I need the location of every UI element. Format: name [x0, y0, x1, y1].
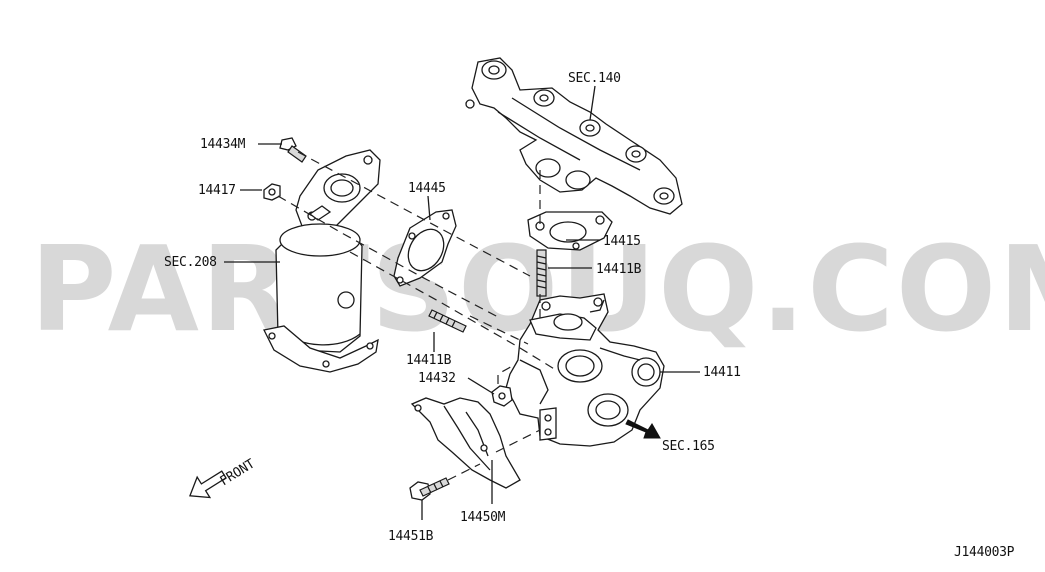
nut-14432-drawing [491, 385, 513, 407]
exhaust-manifold-drawing [465, 57, 683, 215]
label-14411[interactable]: 14411 [703, 365, 741, 380]
catalytic-converter-drawing [263, 149, 381, 373]
label-front: FRONT [218, 456, 258, 489]
leader-lines [224, 85, 700, 520]
stud-14411b-left-drawing [428, 309, 467, 333]
label-14434m[interactable]: 14434M [200, 137, 246, 152]
label-14451b[interactable]: 14451B [388, 529, 434, 544]
front-direction-arrow [189, 470, 227, 499]
bolt-14434m-drawing [279, 137, 307, 163]
heat-insulator-14450m-drawing [410, 397, 521, 489]
stud-14411b-right-drawing [536, 249, 547, 297]
label-sec-140[interactable]: SEC.140 [568, 71, 621, 86]
bolt-14451b-drawing [409, 477, 450, 501]
diagram-code: J144003P [954, 545, 1015, 560]
label-sec-208[interactable]: SEC.208 [164, 255, 217, 270]
label-14417[interactable]: 14417 [198, 183, 236, 198]
nut-14417-drawing [263, 183, 281, 201]
label-sec-165[interactable]: SEC.165 [662, 439, 715, 454]
label-14415[interactable]: 14415 [603, 234, 641, 249]
exhaust-outlet-arrow [625, 419, 661, 439]
label-14432[interactable]: 14432 [418, 371, 456, 386]
label-14411b-lower[interactable]: 14411B [406, 353, 452, 368]
assembly-guide-lines [277, 151, 557, 481]
label-14411b-upper[interactable]: 14411B [596, 262, 642, 277]
label-14445[interactable]: 14445 [408, 181, 446, 196]
gasket-14445-drawing [393, 209, 457, 287]
label-14450m[interactable]: 14450M [460, 510, 506, 525]
